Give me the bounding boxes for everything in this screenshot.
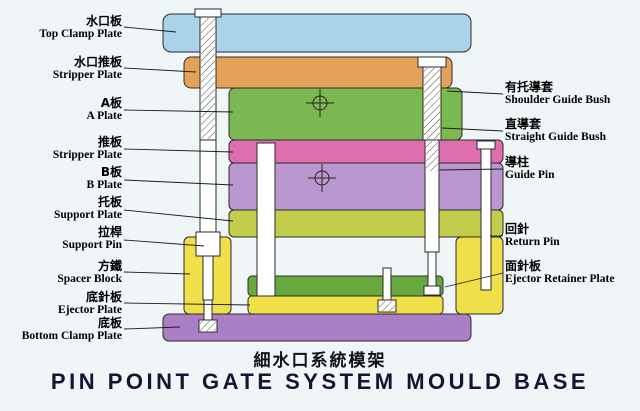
label-en: Stripper Plate bbox=[52, 69, 122, 81]
title-chinese: 細水口系統模架 bbox=[253, 351, 387, 371]
label-en: Ejector Retainer Plate bbox=[505, 273, 615, 285]
callout-a-plate bbox=[123, 109, 234, 113]
support-pin-rod-shape bbox=[202, 255, 214, 301]
center-mark-icon bbox=[308, 164, 336, 192]
label-zh: 底板 bbox=[97, 316, 122, 330]
ejector-screw-shaft-shape bbox=[382, 267, 392, 301]
label-spacer-block: 方鐵 Spacer Block bbox=[57, 260, 122, 286]
label-zh: 面針板 bbox=[505, 259, 542, 273]
callout-lines bbox=[123, 26, 504, 330]
callout-ejector-plate bbox=[123, 302, 251, 306]
label-shoulder-guide-bush: 有托導套 Shoulder Guide Bush bbox=[505, 81, 610, 107]
label-en: Shoulder Guide Bush bbox=[505, 94, 611, 106]
hatch-overlays bbox=[200, 18, 440, 331]
label-ejector-retainer-plate: 面針板 Ejector Retainer Plate bbox=[505, 260, 614, 286]
label-return-pin: 回針 Return Pin bbox=[505, 223, 560, 249]
label-en: Spacer Block bbox=[57, 273, 122, 285]
ejector-retainer-plate-shape bbox=[247, 275, 444, 297]
label-upper-stripper-plate: 水口推板 Stripper Plate bbox=[53, 56, 122, 82]
label-zh: 底針板 bbox=[85, 290, 122, 304]
label-straight-guide-bush: 直導套 Straight Guide Bush bbox=[505, 118, 606, 144]
label-a-plate: A板 A Plate bbox=[87, 97, 122, 123]
label-en: Stripper Plate bbox=[52, 149, 122, 161]
label-zh: A板 bbox=[100, 96, 122, 110]
label-en: Guide Pin bbox=[505, 169, 555, 181]
hatch-bolt-head bbox=[200, 321, 216, 331]
hatch-guide-bush bbox=[424, 68, 440, 139]
title-english: PIN POINT GATE SYSTEM MOULD BASE bbox=[50, 369, 590, 394]
label-guide-pin: 導柱 Guide Pin bbox=[505, 156, 555, 182]
callout-guide-pin bbox=[439, 168, 504, 171]
return-pin-head-shape bbox=[476, 140, 496, 150]
label-en: A Plate bbox=[86, 110, 122, 122]
label-zh: 拉桿 bbox=[97, 225, 122, 239]
label-en: Straight Guide Bush bbox=[505, 131, 606, 143]
label-en: Support Plate bbox=[53, 209, 122, 221]
label-en: Return Pin bbox=[505, 236, 560, 248]
callout-support-pin bbox=[123, 239, 205, 247]
ejector-plate-shape bbox=[247, 295, 444, 315]
center-column-shape bbox=[256, 142, 276, 297]
support-pin-cap-shape bbox=[194, 8, 222, 18]
label-top-clamp-plate: 水口板 Top Clamp Plate bbox=[39, 15, 122, 41]
support-pin-shoulder-shape bbox=[195, 231, 221, 257]
label-zh: 導柱 bbox=[505, 155, 530, 169]
guide-pin-lower-rod-shape bbox=[427, 251, 437, 289]
label-zh: 有托導套 bbox=[505, 80, 554, 94]
label-support-pin: 拉桿 Support Pin bbox=[62, 226, 122, 252]
label-zh: 水口推板 bbox=[73, 55, 122, 69]
support-pin-bolt-shaft-shape bbox=[203, 299, 213, 321]
label-mid-stripper-plate: 推板 Stripper Plate bbox=[53, 136, 122, 162]
label-en: Ejector Plate bbox=[58, 304, 122, 316]
shoulder-guide-bush-flange-shape bbox=[417, 56, 447, 68]
guide-pin-foot-shape bbox=[423, 285, 441, 296]
label-en: Top Clamp Plate bbox=[39, 28, 122, 40]
callout-mid-stripper-plate bbox=[123, 148, 234, 153]
return-pin-shaft-shape bbox=[480, 148, 492, 291]
callout-bottom-clamp-plate bbox=[123, 326, 181, 330]
callout-b-plate bbox=[123, 179, 234, 186]
callout-support-plate bbox=[123, 209, 234, 222]
label-zh: B板 bbox=[100, 165, 122, 179]
upper-stripper-plate-shape bbox=[183, 56, 453, 89]
label-zh: 水口板 bbox=[85, 14, 122, 28]
callout-upper-stripper-plate bbox=[123, 67, 197, 73]
label-en: Support Pin bbox=[62, 239, 122, 251]
spacer-block-right-shape bbox=[455, 236, 504, 315]
label-zh: 方鐵 bbox=[97, 259, 122, 273]
callout-shoulder-guide-bush bbox=[446, 90, 504, 95]
label-zh: 直導套 bbox=[505, 117, 542, 131]
callout-ejector-retainer-plate bbox=[444, 272, 504, 288]
label-zh: 回針 bbox=[505, 222, 530, 236]
top-clamp-plate-shape bbox=[162, 13, 472, 53]
label-zh: 推板 bbox=[97, 135, 122, 149]
label-support-plate: 托板 Support Plate bbox=[54, 196, 122, 222]
label-b-plate: B板 B Plate bbox=[87, 166, 122, 192]
callout-spacer-block bbox=[123, 271, 191, 275]
center-marks bbox=[306, 89, 336, 192]
hatch-screw-head bbox=[379, 301, 395, 311]
label-zh: 托板 bbox=[97, 195, 122, 209]
hatch-guide-pin bbox=[426, 141, 438, 171]
callout-top-clamp-plate bbox=[123, 26, 177, 33]
label-bottom-clamp-plate: 底板 Bottom Clamp Plate bbox=[22, 317, 122, 343]
callout-straight-guide-bush bbox=[441, 127, 504, 132]
hatch-support-pin bbox=[201, 18, 215, 139]
label-ejector-plate: 底針板 Ejector Plate bbox=[58, 291, 122, 317]
label-en: B Plate bbox=[86, 179, 122, 191]
center-mark-icon bbox=[306, 89, 334, 117]
label-en: Bottom Clamp Plate bbox=[21, 330, 122, 342]
